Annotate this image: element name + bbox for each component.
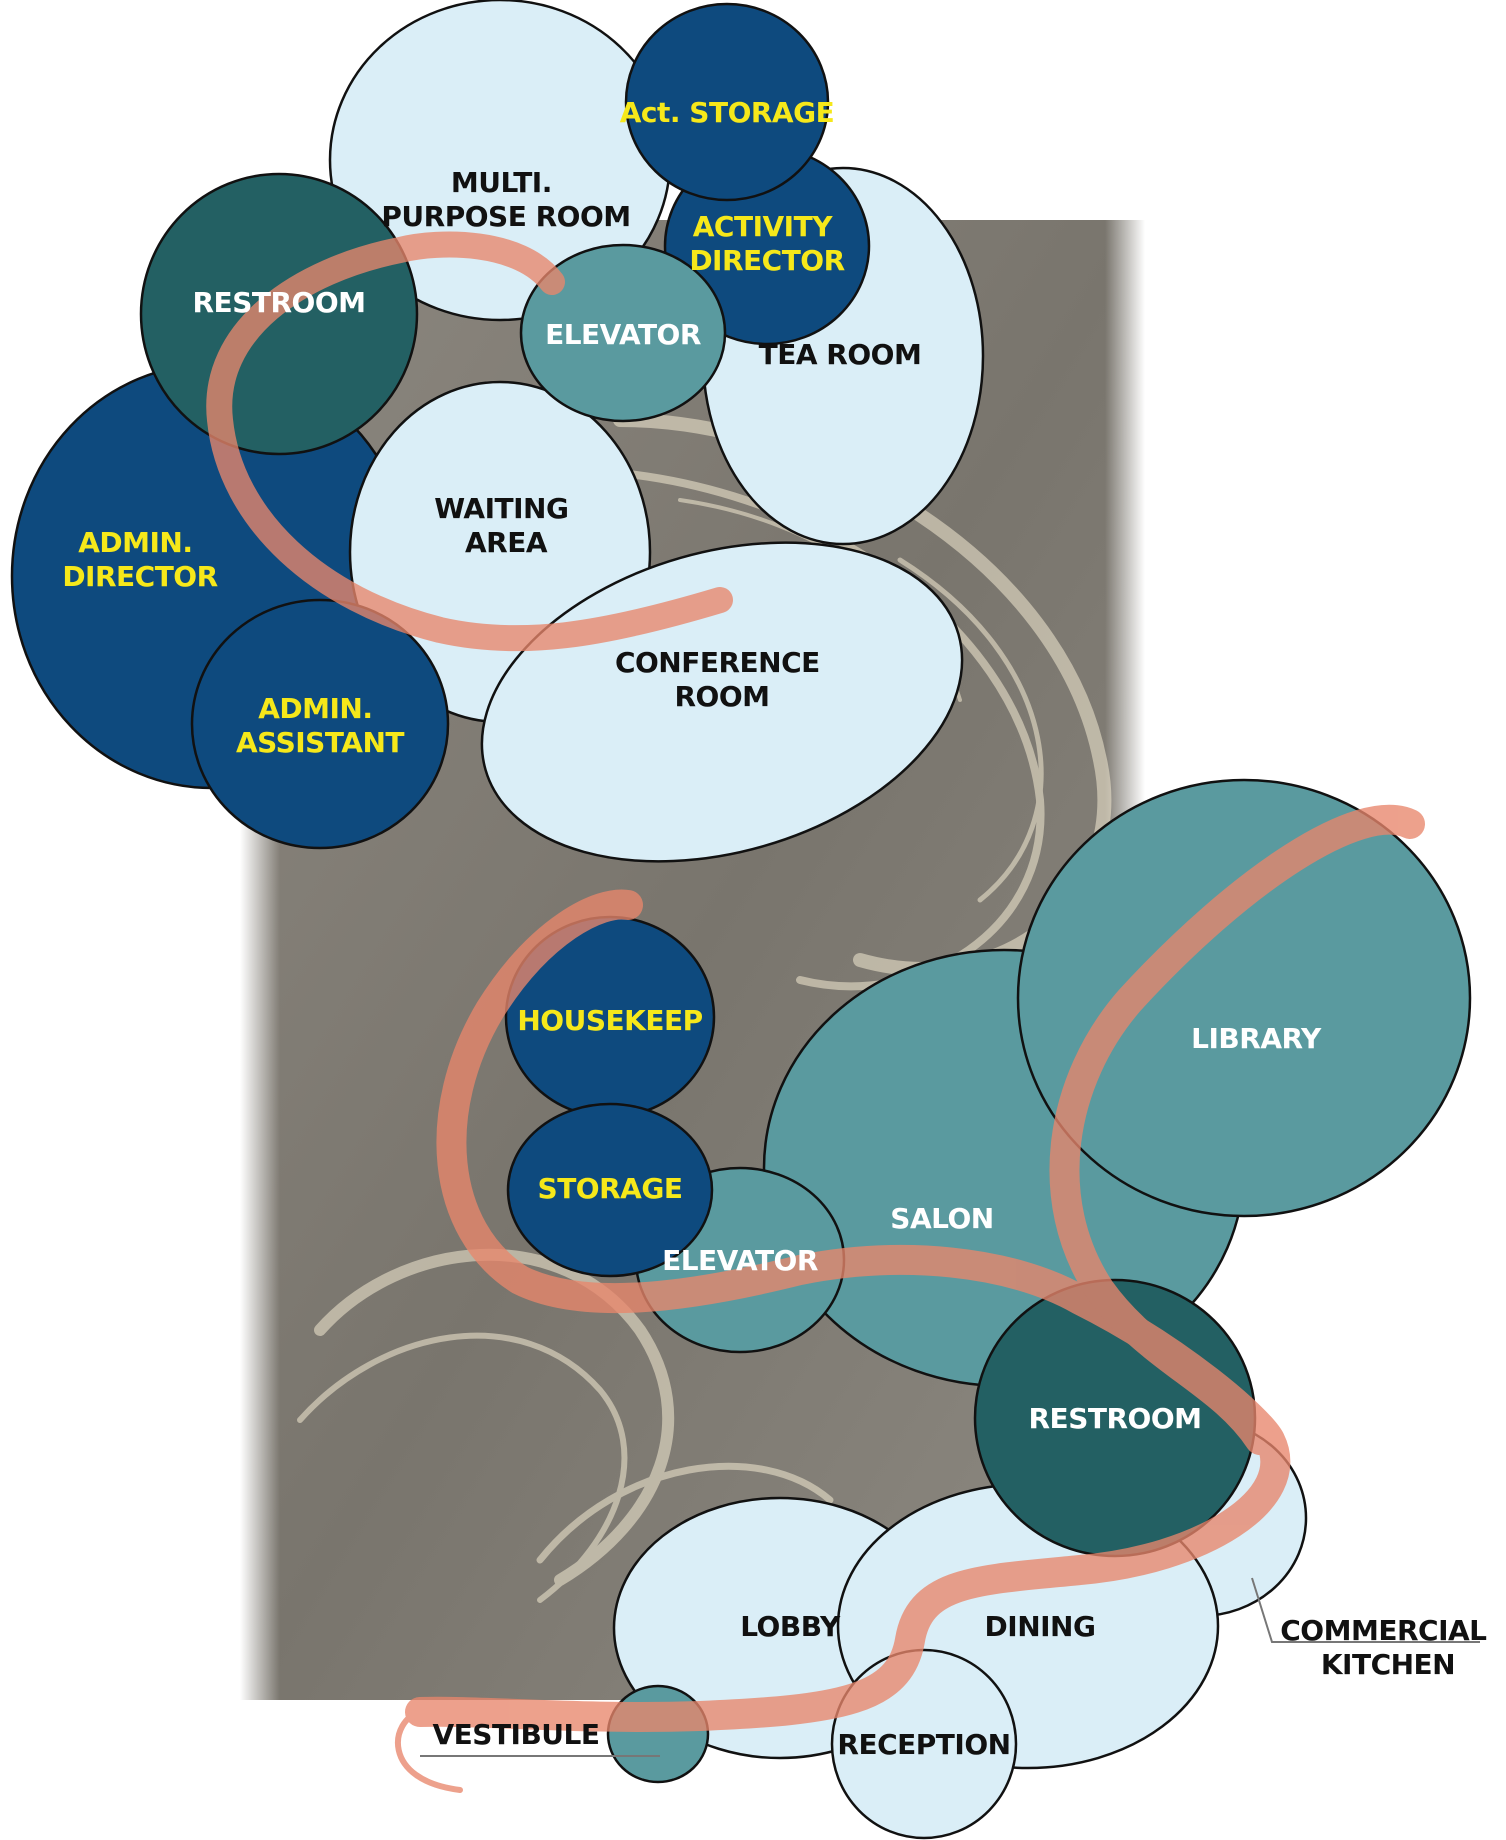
label-admin-director: ADMIN. DIRECTOR bbox=[62, 526, 217, 593]
circulation-paths bbox=[206, 231, 1425, 1793]
label-reception: RECEPTION bbox=[837, 1728, 1010, 1761]
label-elevator-upper: ELEVATOR bbox=[545, 318, 701, 351]
label-activity-director: ACTIVITY DIRECTOR bbox=[689, 210, 844, 277]
label-conference-room: CONFERENCE ROOM bbox=[615, 646, 829, 713]
bubble-storage bbox=[506, 1102, 714, 1278]
leader-lines bbox=[420, 1577, 1480, 1757]
label-waiting-area: WAITING AREA bbox=[434, 492, 577, 559]
circulation-path-vestibule-tail bbox=[394, 1709, 463, 1793]
label-housekeep: HOUSEKEEP bbox=[517, 1004, 702, 1037]
label-elevator-lower: ELEVATOR bbox=[662, 1244, 818, 1277]
label-admin-assistant: ADMIN. ASSISTANT bbox=[236, 692, 404, 759]
label-salon: SALON bbox=[890, 1202, 993, 1235]
room-labels: Act. STORAGE MULTI. PURPOSE ROOM ACTIVIT… bbox=[62, 96, 1496, 1761]
label-restroom-lower: RESTROOM bbox=[1029, 1402, 1202, 1435]
circulation-path-upper bbox=[206, 231, 733, 652]
bubble-admin-assistant bbox=[190, 598, 450, 850]
label-tea-room: TEA ROOM bbox=[759, 338, 922, 371]
label-dining: DINING bbox=[985, 1610, 1096, 1643]
bubble-library bbox=[1016, 778, 1472, 1218]
label-restroom-upper: RESTROOM bbox=[193, 286, 366, 319]
label-lobby: LOBBY bbox=[740, 1610, 841, 1643]
label-vestibule: VESTIBULE bbox=[432, 1718, 599, 1751]
label-commercial-kitchen: COMMERCIAL KITCHEN bbox=[1280, 1614, 1496, 1681]
leader-line-commercial-kitchen bbox=[1251, 1577, 1480, 1643]
label-library: LIBRARY bbox=[1191, 1022, 1322, 1055]
bubble-activity-storage bbox=[624, 2, 830, 202]
circulation-path-library bbox=[1049, 804, 1425, 1455]
label-activity-storage: Act. STORAGE bbox=[620, 96, 834, 129]
label-multipurpose-room: MULTI. PURPOSE ROOM bbox=[381, 166, 630, 233]
bubble-vestibule bbox=[606, 1684, 710, 1784]
upper-cluster bbox=[10, 0, 985, 863]
bubble-elevator-upper bbox=[519, 243, 727, 423]
label-storage: STORAGE bbox=[538, 1172, 683, 1205]
